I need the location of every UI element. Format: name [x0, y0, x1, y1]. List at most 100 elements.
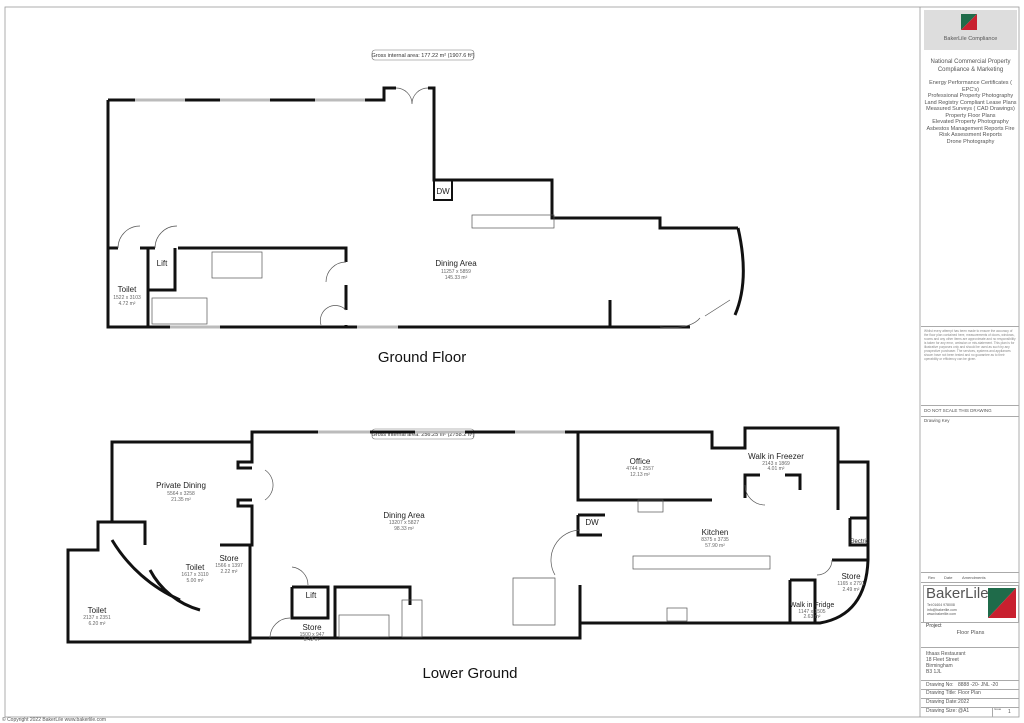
room-dims: 1147 x 1505 [798, 609, 825, 615]
room-label-lift: Lift [157, 259, 168, 268]
room-label-store: Store [841, 572, 861, 581]
lower-door-swings [264, 469, 833, 639]
address-line: Birmingham [926, 663, 953, 669]
ground-floor-title: Ground Floor [378, 349, 466, 366]
room-label-toilet: Toilet [118, 285, 137, 294]
room-label-fridge: Walk in Fridge [790, 602, 835, 609]
address-line: 18 Fleet Street [926, 657, 959, 663]
room-area: 21.35 m² [171, 497, 191, 503]
company-heading: National Commercial Property Compliance … [930, 59, 1011, 73]
room-dims: 4744 x 2557 [626, 466, 654, 472]
drawing-title-label: Drawing Title: [926, 690, 957, 696]
room-area: 4.01 m² [768, 466, 785, 472]
room-label-toilet: Toilet [88, 606, 107, 615]
room-label-toilet: Toilet [186, 563, 205, 572]
room-area: 12.13 m² [630, 472, 650, 478]
room-area: 57.90 m² [705, 543, 725, 549]
lower-ground-plan: Gross internal area: 256.25 m² (2758.2 f… [66, 428, 869, 682]
drawing-size-value: @A1 [958, 708, 970, 714]
drawing-no-label: Drawing No: [926, 682, 954, 688]
grill [666, 607, 688, 622]
issue-label: Issue [994, 707, 1002, 711]
contact-email: info@bakerlile.com [927, 607, 957, 612]
room-dims: 2137 x 2351 [83, 615, 111, 621]
lower-left-walls [66, 432, 582, 644]
room-area: 98.33 m² [394, 526, 414, 532]
room-label-dining: Dining Area [383, 511, 425, 520]
room-dims: 13207 x 5827 [389, 520, 420, 526]
lower-ground-title: Lower Ground [422, 665, 517, 682]
room-label-dw: DW [585, 518, 599, 527]
room-dims: 1165 x 2791 [837, 581, 864, 587]
stairs [151, 297, 208, 325]
room-area: 2.49 m² [843, 587, 860, 593]
address: Ithaas Restaurant 18 Fleet Street Birmin… [926, 651, 965, 675]
drawing-title-value: Floor Plan [958, 690, 981, 696]
room-dims: 5564 x 3258 [167, 491, 195, 497]
service-item: Elevated Property Photography [932, 119, 1009, 125]
contact-web: www.bakerlile.com [927, 612, 956, 616]
sheet-frame [4, 6, 1020, 718]
contact-info: Tel:01604 978008 info@bakerlile.com www.… [927, 603, 957, 617]
lower-curved-walls [110, 539, 201, 612]
lower-gia-text: Gross internal area: 256.25 m² (2758.2 f… [371, 432, 474, 438]
room-area: 145.33 m² [445, 275, 468, 281]
amendments-header: Amendments [962, 575, 986, 580]
drawing-date-label: Drawing Date: [926, 699, 958, 705]
room-area: 5.00 m² [187, 578, 204, 584]
baker-lile-logo [961, 14, 1016, 618]
ground-bay-wall [733, 227, 745, 316]
issue-value: 1 [1008, 709, 1011, 715]
ground-outer-wall-top [108, 86, 738, 230]
service-item: Land Registry Compliant Lease Plans [924, 99, 1017, 106]
room-label-office: Office [630, 457, 651, 466]
stairs [401, 599, 423, 638]
services-list: Energy Performance Certificates ( EPC's)… [924, 80, 1017, 145]
room-dims: 11257 x 5859 [441, 269, 471, 275]
kitchen-counter [632, 555, 771, 570]
drawing-key: Drawing Key [924, 418, 950, 423]
ground-gia-text: Gross internal area: 177.22 m² (1907.6 f… [371, 53, 474, 59]
brand-name: BakerLile [926, 585, 989, 602]
drawing-size-label: Drawing Size: [926, 708, 957, 714]
room-label-kitchen: Kitchen [702, 528, 729, 537]
stairs [211, 251, 263, 279]
project-label: Project [926, 623, 942, 629]
room-dims: 1500 x 947 [300, 632, 325, 638]
room-dims: 1566 x 1397 [215, 563, 243, 569]
room-area: 2.22 m² [221, 569, 238, 575]
room-area: 1.42 m² [304, 637, 321, 643]
service-item: Risk Assessment Reports [939, 132, 1002, 138]
room-label-freezer: Walk in Freezer [748, 452, 804, 461]
stairs [338, 614, 390, 638]
ground-door-swings [395, 87, 731, 328]
room-label-dw: DW [436, 187, 450, 196]
service-item: Measured Surveys ( CAD Drawings) [926, 106, 1015, 112]
room-area: 6.20 m² [89, 621, 106, 627]
service-item: Drone Photography [946, 138, 995, 145]
room-dims: 1522 x 3103 [113, 295, 141, 301]
room-label-electric: Electric [849, 539, 869, 545]
do-not-scale: DO NOT SCALE THIS DRAWING [924, 408, 992, 413]
disclaimer: Whilst every attempt has been made to en… [924, 329, 1016, 361]
date-header: Date [944, 575, 953, 580]
logo-caption: BakerLile Compliance [943, 36, 998, 42]
counter [471, 214, 555, 229]
service-item: Property Floor Plans [945, 112, 996, 119]
ground-interior-doors [117, 225, 347, 326]
project-value: Floor Plans [956, 630, 985, 636]
room-dims: 1617 x 3110 [181, 572, 208, 578]
address-line: B3 1JL [926, 669, 942, 675]
room-label-lift: Lift [306, 591, 317, 600]
room-label-private-dining: Private Dining [156, 481, 206, 490]
address-line: Ithaas Restaurant [926, 651, 966, 657]
room-dims: 8375 x 3735 [701, 537, 729, 543]
ground-gia-box [371, 49, 475, 61]
rev-header: Rev [928, 575, 936, 580]
room-area: 4.72 m² [119, 301, 136, 307]
drawing-date-value: 2022 [958, 699, 970, 705]
ground-interior-walls [108, 246, 348, 327]
drawing-no-value: 8888 -20- JNL -20 [958, 682, 999, 688]
copyright: © Copyright 2022 BakerLile www.bakerlile… [2, 717, 107, 723]
